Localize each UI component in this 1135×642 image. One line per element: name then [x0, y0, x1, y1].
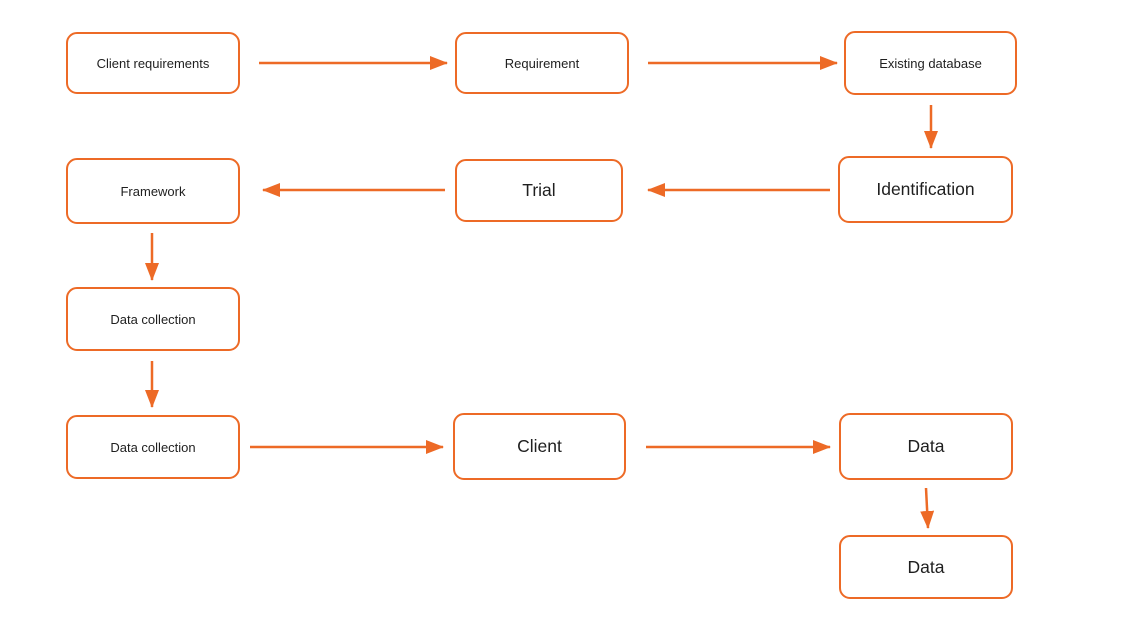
node-data-1: Data: [839, 413, 1013, 480]
node-data-collection-2: Data collection: [66, 415, 240, 479]
node-label: Data: [907, 556, 945, 577]
node-client: Client: [453, 413, 626, 480]
node-data-collection-1: Data collection: [66, 287, 240, 351]
node-existing-database: Existing database: [844, 31, 1017, 95]
node-label: Client requirements: [96, 55, 210, 71]
node-label: Requirement: [504, 55, 580, 71]
node-client-requirements: Client requirements: [66, 32, 240, 94]
arrow-data-1-to-data-2: [920, 487, 935, 529]
node-label: Identification: [876, 179, 975, 199]
node-label: Existing database: [879, 55, 982, 71]
node-data-2: Data: [839, 535, 1013, 599]
node-label: Trial: [522, 180, 556, 200]
node-identification: Identification: [838, 156, 1013, 223]
node-label: Framework: [120, 183, 186, 199]
node-label: Client: [517, 436, 562, 456]
node-trial: Trial: [455, 159, 623, 222]
node-framework: Framework: [66, 158, 240, 224]
node-label: Data: [907, 436, 945, 456]
node-label: Data collection: [110, 311, 196, 327]
node-label: Data collection: [110, 439, 196, 455]
node-requirement: Requirement: [455, 32, 629, 94]
